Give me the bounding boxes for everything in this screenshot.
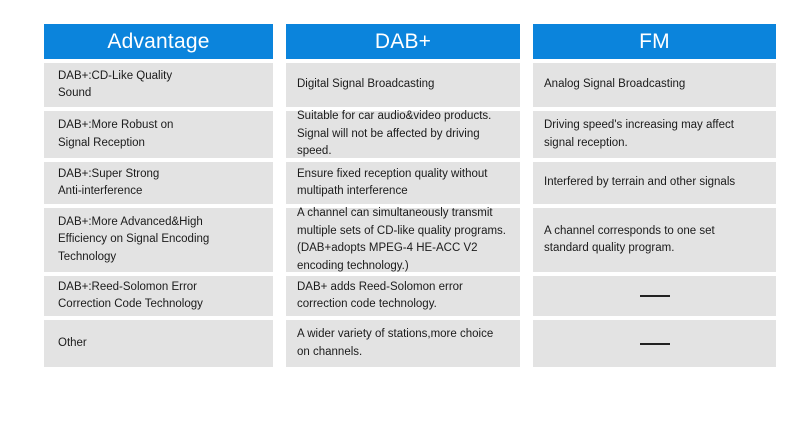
table-cell-dabplus-6: A wider variety of stations,more choice … xyxy=(286,320,520,367)
column-header-fm: FM xyxy=(533,24,776,59)
table-cell-fm-5 xyxy=(533,276,776,316)
table-cell-advantage-3: DAB+:Super Strong Anti-interference xyxy=(44,162,273,204)
column-header-advantage: Advantage xyxy=(44,24,273,59)
table-cell-advantage-2: DAB+:More Robust on Signal Reception xyxy=(44,111,273,158)
table-cell-advantage-5: DAB+:Reed-Solomon Error Correction Code … xyxy=(44,276,273,316)
table-column-advantage: Advantage DAB+:CD-Like Quality Sound DAB… xyxy=(44,24,273,367)
table-cell-fm-1: Analog Signal Broadcasting xyxy=(533,63,776,107)
table-cell-dabplus-1: Digital Signal Broadcasting xyxy=(286,63,520,107)
comparison-table: Advantage DAB+:CD-Like Quality Sound DAB… xyxy=(44,24,776,367)
table-cell-dabplus-5: DAB+ adds Reed-Solomon error correction … xyxy=(286,276,520,316)
table-cell-advantage-6: Other xyxy=(44,320,273,367)
em-dash-placeholder-icon xyxy=(639,342,670,345)
table-cell-dabplus-2: Suitable for car audio&video products. S… xyxy=(286,110,520,158)
table-column-fm: FM Analog Signal Broadcasting Driving sp… xyxy=(533,24,776,367)
table-cell-dabplus-3: Ensure fixed reception quality without m… xyxy=(286,162,520,204)
table-cell-advantage-4: DAB+:More Advanced&High Efficiency on Si… xyxy=(44,208,273,272)
table-cell-fm-2: Driving speed's increasing may affect si… xyxy=(533,111,776,158)
table-cell-advantage-1: DAB+:CD-Like Quality Sound xyxy=(44,63,273,107)
column-header-dabplus: DAB+ xyxy=(286,24,520,59)
em-dash-placeholder-icon xyxy=(639,295,670,297)
table-cell-dabplus-4: A channel can simultaneously transmit mu… xyxy=(286,207,520,272)
table-column-dabplus: DAB+ Digital Signal Broadcasting Suitabl… xyxy=(286,24,520,367)
table-cell-fm-3: Interfered by terrain and other signals xyxy=(533,162,776,204)
table-cell-fm-4: A channel corresponds to one set standar… xyxy=(533,208,776,272)
table-cell-fm-6 xyxy=(533,320,776,367)
